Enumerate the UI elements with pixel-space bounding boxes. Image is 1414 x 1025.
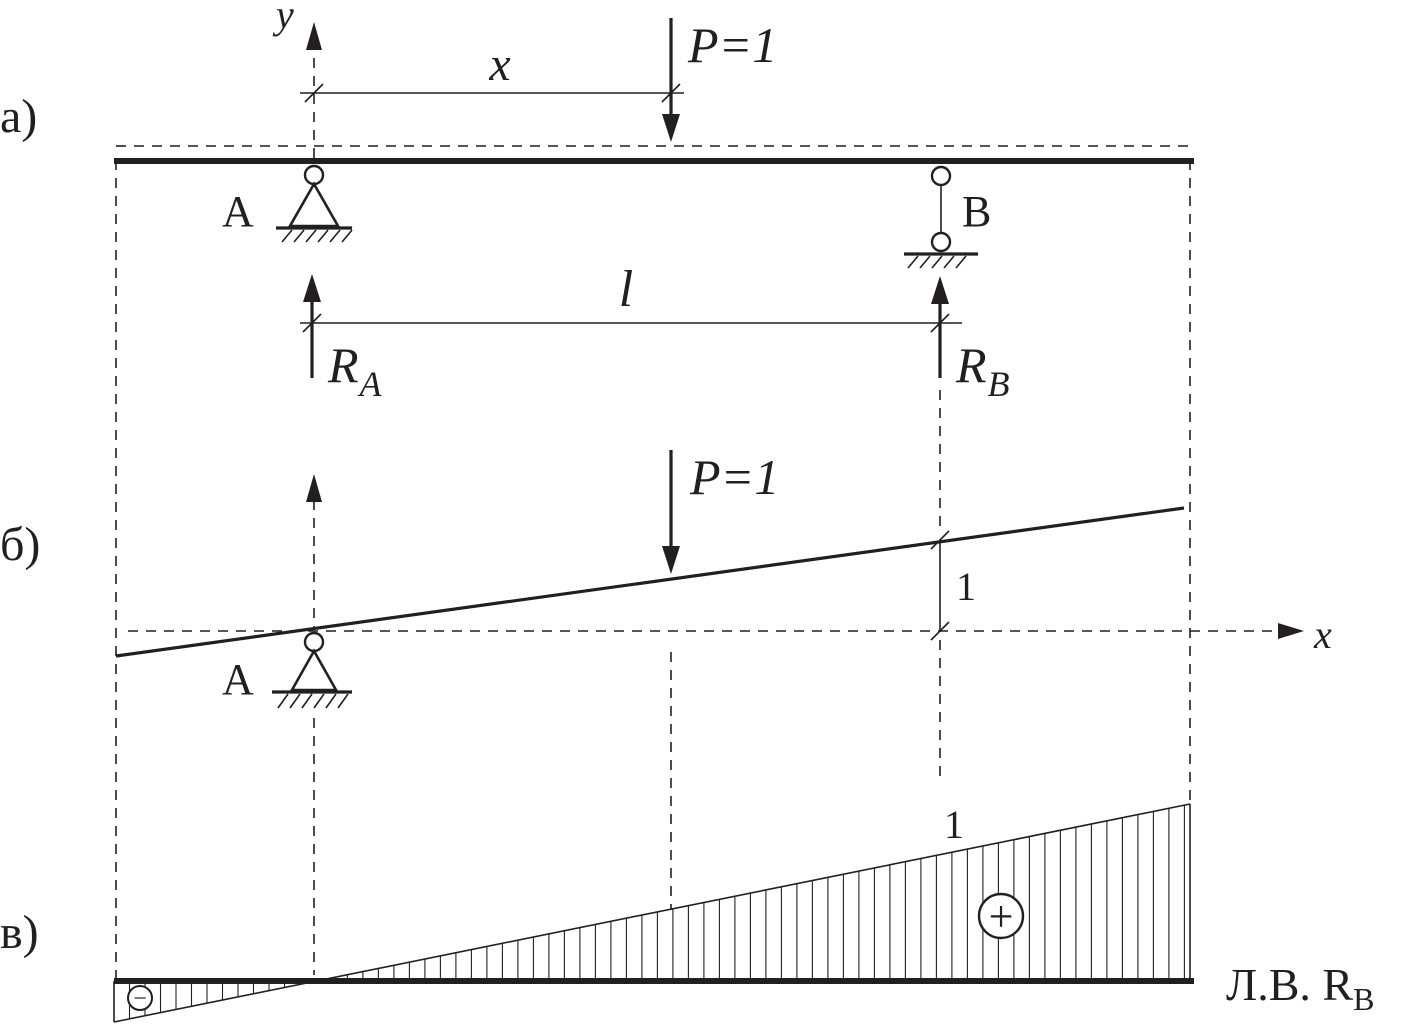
- panel-b-displacement: x P=1 1 A: [115, 449, 1332, 709]
- reaction-a-arrowhead: [303, 274, 321, 302]
- influence-line-title-prefix: Л.В. R: [1226, 959, 1353, 1010]
- support-a-pinned: [276, 164, 353, 243]
- panel-b-support-a: [272, 631, 352, 709]
- displacement-value: 1: [956, 564, 976, 609]
- support-b-roller: [904, 165, 978, 269]
- reaction-a-subscript: A: [358, 364, 383, 404]
- support-b-label: B: [962, 187, 991, 236]
- x-axis-label: x: [1313, 612, 1332, 657]
- y-axis-label: y: [272, 0, 294, 37]
- l-dimension-tick-left: [302, 313, 322, 333]
- x-dimension-label: x: [488, 38, 510, 91]
- support-a-label: A: [222, 187, 254, 236]
- load-label: P=1: [687, 17, 777, 73]
- panel-b-load-arrowhead: [662, 546, 680, 574]
- reaction-b-subscript: B: [988, 364, 1010, 404]
- reaction-a-symbol: R: [327, 337, 359, 393]
- l-dimension-label: l: [619, 261, 633, 318]
- reaction-b-label: RB: [955, 337, 1010, 404]
- x-axis-arrowhead: [1278, 623, 1304, 639]
- panel-label-b: б): [0, 518, 40, 571]
- reaction-b-arrowhead: [931, 276, 949, 304]
- x-dimension-tick-left: [304, 83, 324, 103]
- displacement-tick-bottom: [930, 621, 950, 641]
- panel-b-support-a-label: A: [222, 655, 254, 704]
- panel-label-c: в): [0, 906, 39, 959]
- minus-sign-circle: [127, 985, 153, 1011]
- reaction-a-label: RA: [327, 337, 383, 404]
- plus-sign: +: [989, 892, 1014, 941]
- influence-line-ordinate: [113, 803, 1191, 1023]
- l-dimension-tick-right: [930, 313, 950, 333]
- influence-line-title: Л.В. RB: [1226, 959, 1374, 1017]
- displaced-beam: [115, 506, 1185, 658]
- y-axis-arrowhead: [306, 22, 322, 50]
- support-a-direction-arrowhead: [306, 474, 322, 502]
- panel-b-load-label: P=1: [689, 449, 779, 505]
- plus-sign-circle: [977, 892, 1025, 940]
- panel-label-a: а): [0, 90, 37, 143]
- panel-c-influence-line: 1 + − Л.В. RB: [113, 802, 1374, 1023]
- reaction-b-symbol: R: [955, 337, 987, 393]
- load-arrowhead: [662, 114, 680, 142]
- influence-ordinate-value: 1: [944, 802, 964, 847]
- displacement-tick-top: [930, 530, 950, 550]
- minus-sign: −: [133, 986, 147, 1012]
- projection-lines: [115, 145, 1194, 985]
- influence-line-title-subscript: B: [1353, 981, 1374, 1017]
- panel-a-beam-scheme: y x P=1 A: [114, 0, 1194, 404]
